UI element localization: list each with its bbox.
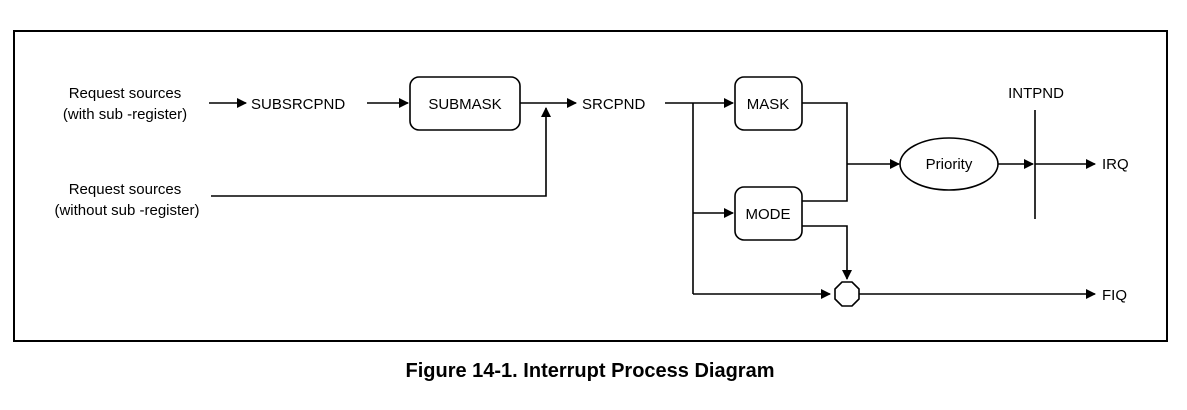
mask-label: MASK bbox=[747, 96, 790, 113]
mask-out-line bbox=[802, 102, 848, 202]
fiq-gate bbox=[834, 281, 860, 307]
srcpnd-label: SRCPND bbox=[582, 96, 646, 113]
mode-box bbox=[734, 186, 803, 241]
source-without-sub-line1: Request sources bbox=[69, 181, 182, 198]
source-with-sub-line2: (with sub -register) bbox=[63, 106, 187, 123]
intpnd-label: INTPND bbox=[1008, 85, 1064, 102]
arrow-source-without-sub bbox=[211, 107, 551, 197]
submask-label: SUBMASK bbox=[428, 96, 501, 113]
source-with-sub-line1: Request sources bbox=[69, 85, 182, 102]
arrow-mode-to-fiq-gate bbox=[802, 225, 852, 280]
fiq-label: FIQ bbox=[1102, 287, 1127, 304]
priority-label: Priority bbox=[926, 156, 973, 173]
source-without-sub-line2: (without sub -register) bbox=[54, 202, 199, 219]
figure-caption: Figure 14-1. Interrupt Process Diagram bbox=[405, 360, 774, 382]
mode-label: MODE bbox=[746, 206, 791, 223]
diagram-frame bbox=[13, 30, 1168, 342]
subsrcpnd-label: SUBSRCPND bbox=[251, 96, 345, 113]
irq-label: IRQ bbox=[1102, 156, 1129, 173]
